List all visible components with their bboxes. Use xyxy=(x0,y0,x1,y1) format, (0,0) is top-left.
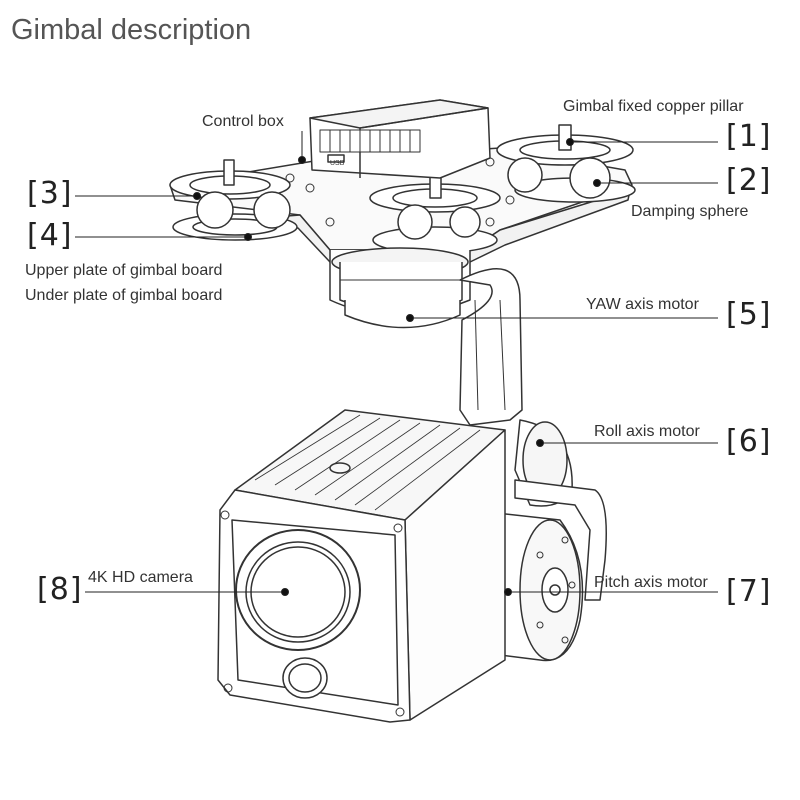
usb-port xyxy=(327,154,345,163)
roll-motor-label: Roll axis motor xyxy=(594,423,700,440)
pitch-motor-label: Pitch axis motor xyxy=(594,574,708,591)
callout-1: [1] xyxy=(726,119,772,154)
callout-8: [8] xyxy=(37,572,83,607)
upper-plate-label: Upper plate of gimbal board xyxy=(25,262,223,279)
damping-sphere-front-b xyxy=(449,206,481,238)
yaw-motor-label: YAW axis motor xyxy=(586,296,699,313)
control-box-label: Control box xyxy=(202,113,284,130)
copper-pillar-left xyxy=(223,159,235,186)
callout-7: [7] xyxy=(726,574,772,609)
damping-sphere-label: Damping sphere xyxy=(631,203,749,220)
usb-label: USB xyxy=(330,160,345,167)
page-title: Gimbal description xyxy=(11,14,252,46)
callout-4: [4] xyxy=(27,218,73,253)
damping-sphere-left-b xyxy=(253,191,291,229)
under-plate-label: Under plate of gimbal board xyxy=(25,287,223,304)
callout-2: [2] xyxy=(726,163,772,198)
copper-pillar-label: Gimbal fixed copper pillar xyxy=(563,98,744,115)
pitch-arm xyxy=(514,479,607,601)
camera-label: 4K HD camera xyxy=(88,569,193,586)
callout-6: [6] xyxy=(726,424,772,459)
copper-pillar-right xyxy=(558,124,572,151)
damping-sphere-front-a xyxy=(397,204,433,240)
damping-sphere-left-a xyxy=(196,191,234,229)
damping-sphere-right-b xyxy=(507,157,543,193)
callout-5: [5] xyxy=(726,297,772,332)
callout-3: [3] xyxy=(27,176,73,211)
yaw-arm xyxy=(459,268,523,426)
damping-sphere-right-a xyxy=(569,157,611,199)
